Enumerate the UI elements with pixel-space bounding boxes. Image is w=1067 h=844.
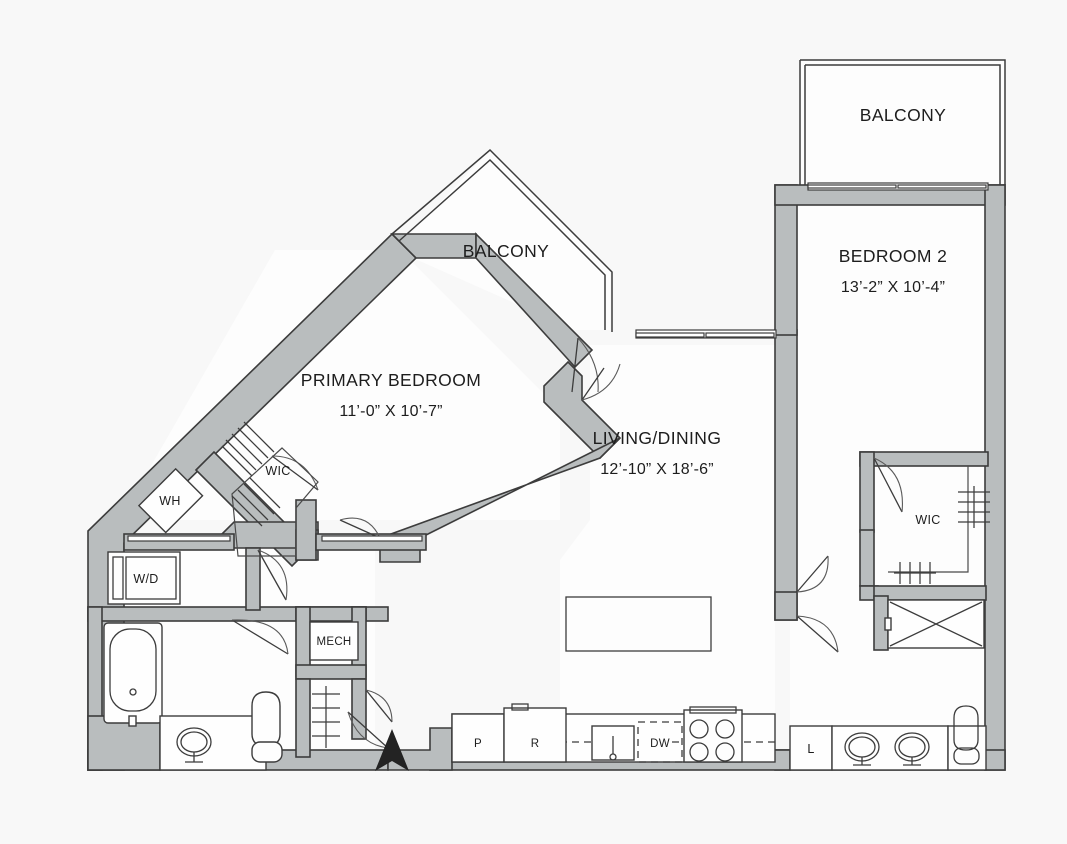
bedroom2-dimensions: 13’-2” X 10’-4”: [841, 279, 945, 296]
primary-bedroom-label: PRIMARY BEDROOM: [301, 370, 481, 390]
room-labels: BALCONY BALCONY BEDROOM 2 13’-2” X 10’-4…: [301, 105, 948, 478]
washer-dryer-label: W/D: [133, 572, 158, 586]
living-dining-label: LIVING/DINING: [593, 428, 722, 448]
right-section-fixtures: WIC L: [789, 466, 990, 771]
water-heater-box: [137, 467, 204, 534]
living-dining-dimensions: 12’-10” X 18’-6”: [600, 461, 713, 478]
water-heater-label: WH: [159, 494, 180, 508]
primary-wic-label: WIC: [265, 464, 290, 478]
entry-direction-arrow: [375, 729, 409, 771]
bedroom2-label: BEDROOM 2: [839, 246, 948, 266]
glazing: [127, 182, 989, 542]
linen-label: L: [807, 742, 814, 756]
mechanical-label: MECH: [316, 636, 351, 648]
bedroom2-wic-label: WIC: [915, 513, 940, 527]
dishwasher-label: DW: [650, 738, 670, 750]
utility-fixtures: W/D WH MECH: [107, 467, 359, 661]
doors: [231, 337, 903, 749]
closet-rod-hatch: [312, 686, 340, 748]
refrigerator-label: R: [531, 738, 540, 750]
primary-bedroom-dimensions: 11’-0” X 10’-7”: [339, 403, 442, 420]
pantry-label: P: [474, 738, 482, 750]
balcony-primary-label: BALCONY: [463, 241, 549, 261]
left-bathroom-fixtures: [103, 622, 340, 771]
kitchen-run: P R DW: [451, 703, 776, 763]
balcony-bedroom2-label: BALCONY: [860, 105, 946, 125]
living-furniture-outline: [565, 596, 712, 652]
primary-wic-detail: WIC: [221, 421, 319, 557]
interior-walls: [87, 450, 989, 771]
